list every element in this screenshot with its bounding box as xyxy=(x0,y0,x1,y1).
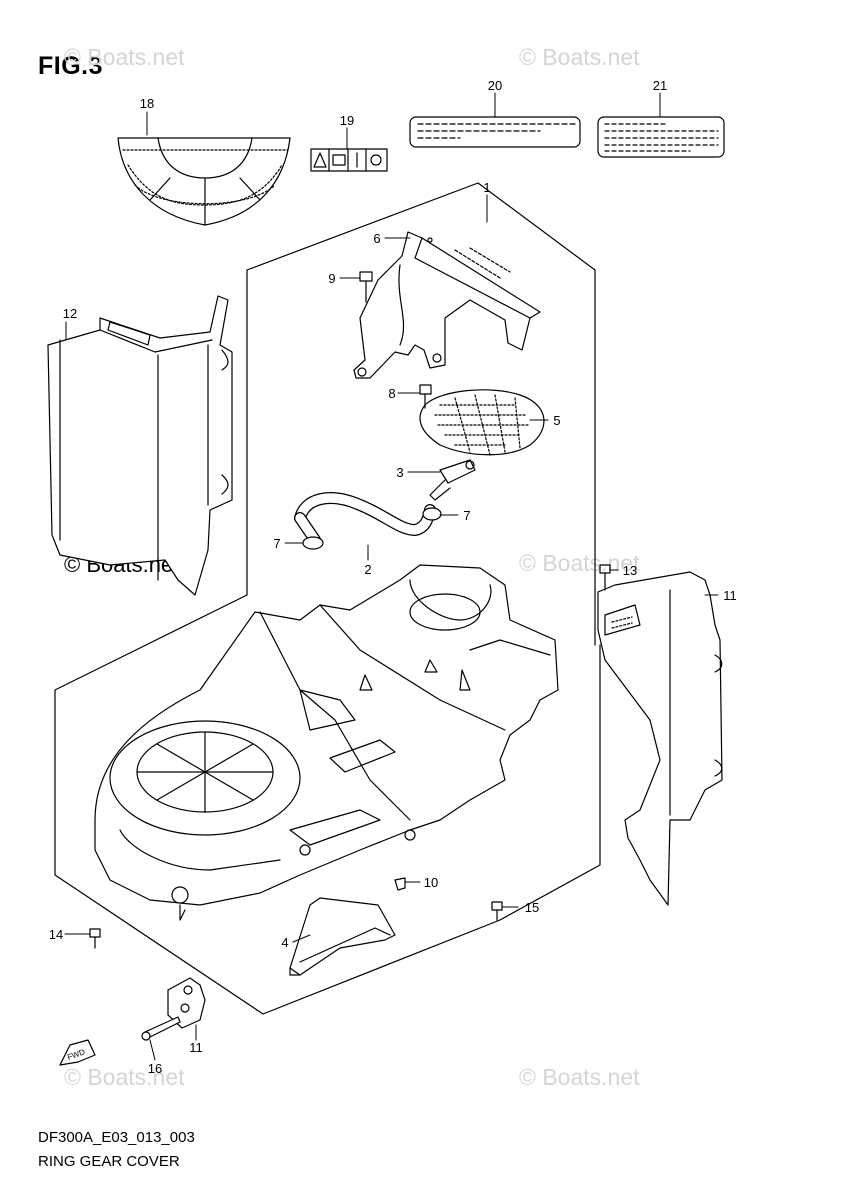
watermark: © Boats.net xyxy=(519,1064,640,1090)
callout-13: 12 xyxy=(63,306,77,321)
part-20-label xyxy=(409,116,581,148)
ring-gear-cover-body xyxy=(94,564,559,921)
part-13-side-panel xyxy=(47,295,233,596)
figure-title: FIG.3 xyxy=(38,52,104,80)
watermark: © Boats.net xyxy=(64,1064,185,1090)
part-9-bolt xyxy=(359,271,373,303)
callout-5: 5 xyxy=(553,413,560,428)
watermark: © Boats.net xyxy=(64,44,185,70)
part-6-upper-cover xyxy=(353,231,541,379)
callout-2: 2 xyxy=(364,562,371,577)
fwd-arrow xyxy=(59,1039,96,1066)
part-18-mesh-guard xyxy=(117,137,291,226)
watermark: © Boats.net xyxy=(519,44,640,70)
callout-3: 3 xyxy=(396,465,403,480)
callout-19: 19 xyxy=(340,113,354,128)
part-19-warning-label xyxy=(310,148,388,172)
part-4-bracket xyxy=(289,897,396,976)
part-7-clamp xyxy=(302,507,442,550)
part-3-valve xyxy=(429,459,476,501)
callout-7: 7 xyxy=(463,508,470,523)
callout-18: 18 xyxy=(140,96,154,111)
part-21-label xyxy=(597,116,725,158)
callout-1: 1 xyxy=(483,180,490,195)
callout-6: 6 xyxy=(373,231,380,246)
callout-4: 4 xyxy=(281,935,288,950)
callout-9: 9 xyxy=(328,271,335,286)
part-12-side-panel xyxy=(597,571,723,906)
figure-name: RING GEAR COVER xyxy=(38,1153,180,1170)
part-14-bolt xyxy=(599,564,611,591)
callout-15: 14 xyxy=(49,927,63,942)
part-8-bolt xyxy=(419,384,432,409)
part-2-hose xyxy=(294,492,436,546)
callout-21: 21 xyxy=(653,78,667,93)
part-16-bolt xyxy=(491,901,503,921)
leader-lines xyxy=(64,92,719,1061)
callout-8: 8 xyxy=(388,386,395,401)
part-11-clamp xyxy=(167,977,206,1029)
callout-11: 11 xyxy=(189,1040,203,1055)
callout-labels: 18 19 20 21 1 6 9 8 5 3 7 7 2 13 11 12 1… xyxy=(49,78,737,1076)
callout-7: 7 xyxy=(273,536,280,551)
callout-16: 15 xyxy=(525,900,539,915)
callout-14: 13 xyxy=(623,563,637,578)
callout-20: 20 xyxy=(488,78,502,93)
figure-code: DF300A_E03_013_003 xyxy=(38,1129,195,1146)
callout-17: 16 xyxy=(148,1061,162,1076)
part-17-bolt xyxy=(141,1016,181,1041)
part-5-mesh-filter xyxy=(419,389,545,456)
part-15-bolt xyxy=(89,928,101,949)
callout-12: 11 xyxy=(723,588,737,603)
watermark: © Boats.net xyxy=(519,550,640,576)
callout-10: 10 xyxy=(424,875,438,890)
assembly-outline xyxy=(54,182,601,1015)
part-10-bolt xyxy=(394,877,406,891)
